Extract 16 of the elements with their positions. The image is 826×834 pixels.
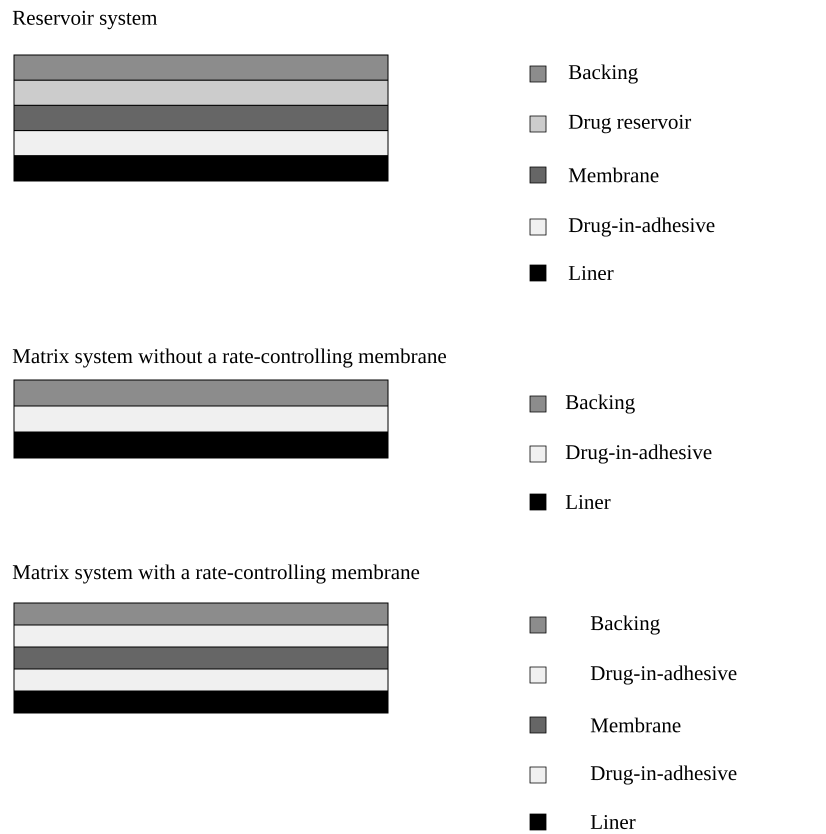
legend-label: Membrane bbox=[568, 168, 658, 182]
legend-label: Liner bbox=[566, 494, 610, 510]
legend-label: Backing bbox=[566, 394, 635, 414]
legend-label: Backing bbox=[568, 64, 638, 84]
legend-label: Drug-in-adhesive bbox=[568, 217, 714, 237]
legend-label: Backing bbox=[590, 615, 660, 635]
legend-label: Membrane bbox=[590, 718, 680, 732]
legend-label: Drug reservoir bbox=[568, 114, 692, 134]
section-title: Matrix system with a rate-controlling membrane bbox=[12, 564, 420, 584]
section-title: Matrix system without a rate-controlling membrane bbox=[12, 348, 446, 368]
legend-label: Drug-in-adhesive bbox=[566, 444, 712, 464]
legend-label: Liner bbox=[590, 814, 636, 830]
section-title: Reservoir system bbox=[12, 10, 158, 30]
legend-label: Drug-in-adhesive bbox=[590, 765, 736, 785]
legend-label: Liner bbox=[568, 266, 614, 280]
legend-label: Drug-in-adhesive bbox=[590, 665, 736, 685]
